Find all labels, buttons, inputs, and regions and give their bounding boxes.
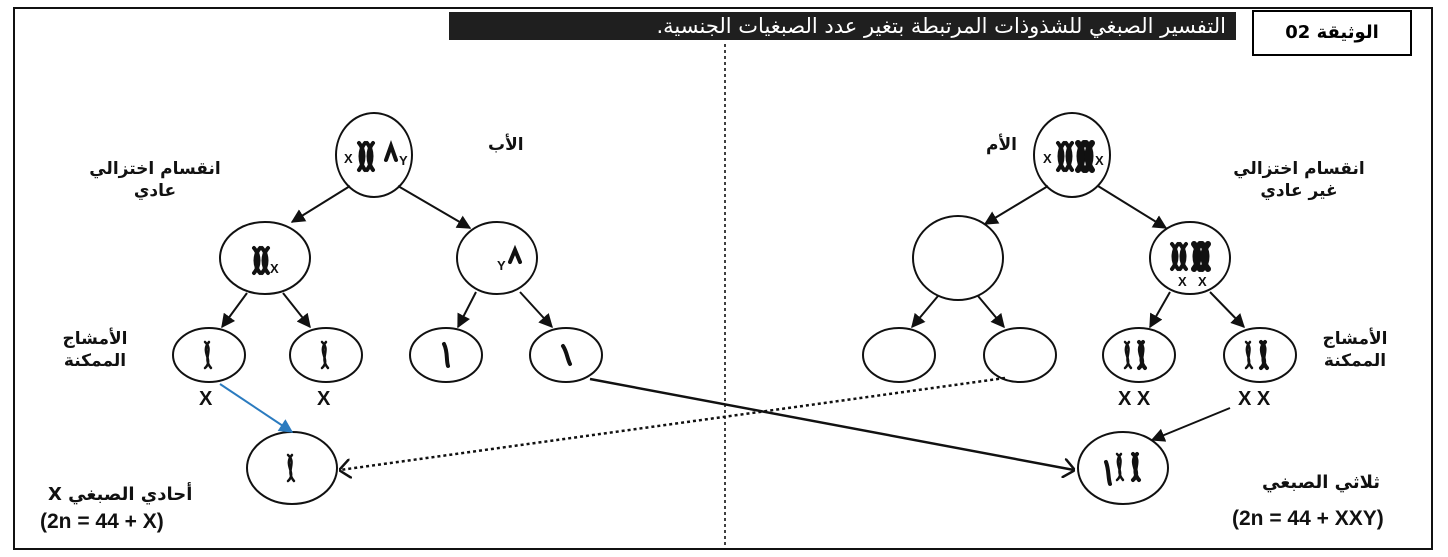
arrow	[911, 295, 939, 329]
arrow	[290, 185, 351, 223]
mother-tree	[862, 112, 1297, 505]
offspring-xxy-label: ثلاثي الصبغي	[1262, 472, 1381, 493]
arrow	[983, 185, 1049, 225]
chrom-letter-x: X	[344, 151, 353, 166]
mother-gamete-tag: X X	[1238, 388, 1271, 410]
blue-arrow	[219, 383, 294, 433]
document-title: التفسير الصبغي للشذوذات المرتبطة بتغير ع…	[449, 12, 1236, 40]
mother-label: الأم	[986, 135, 1017, 155]
father-gamete-tag: X	[317, 388, 331, 410]
chrom-letter-y: Y	[497, 258, 506, 273]
arrow	[397, 185, 472, 229]
mother-cell-xx	[1149, 221, 1231, 295]
father-gametes-label: الأمشاج الممكنة	[62, 329, 128, 371]
arrow	[977, 295, 1005, 329]
mother-gamete-tag: X X	[1118, 388, 1151, 410]
chrom-letter-x: X	[1198, 274, 1207, 289]
father-label: الأب	[488, 135, 524, 155]
offspring-x-formula: (2n = 44 + X)	[40, 510, 164, 533]
father-division-label: انقسام اختزالي عادي	[89, 159, 221, 201]
mother-gametes-label: الأمشاج الممكنة	[1322, 329, 1388, 371]
arrow	[1097, 185, 1168, 229]
offspring-xxy-formula: (2n = 44 + XXY)	[1232, 507, 1384, 530]
father-gamete-3	[409, 327, 483, 383]
mother-gamete-4	[1223, 327, 1297, 383]
outer-frame	[13, 7, 1433, 550]
father-chromosomes	[203, 140, 572, 483]
father-cell-y	[456, 221, 538, 295]
arrow	[282, 292, 311, 329]
arrow	[519, 291, 553, 329]
chrom-letter-x: X	[1043, 151, 1052, 166]
mother-cell-empty	[912, 215, 1004, 301]
solid-arrow	[589, 377, 1074, 470]
father-cell	[335, 112, 413, 198]
mother-chromosomes	[1056, 140, 1269, 486]
father-gamete-2	[289, 327, 363, 383]
mother-cell	[1033, 112, 1111, 198]
document-label: الوثيقة 02	[1252, 10, 1412, 56]
arrow	[1209, 291, 1245, 329]
dotted-arrow	[340, 376, 1006, 470]
mother-gamete-2	[983, 327, 1057, 383]
arrow	[1150, 407, 1231, 442]
arrow	[221, 292, 248, 329]
father-tree	[172, 112, 603, 505]
chrom-letter-y: Y	[399, 153, 408, 168]
arrow	[457, 291, 477, 329]
offspring-xxy-cell	[1077, 431, 1169, 505]
chrom-letter-x: X	[1178, 274, 1187, 289]
chrom-letter-x: X	[1095, 153, 1104, 168]
chrom-letter-x: X	[270, 261, 279, 276]
father-cell-x	[219, 221, 311, 295]
father-gamete-1	[172, 327, 246, 383]
arrow	[1149, 291, 1171, 329]
offspring-x-label: أحادي الصبغي X	[48, 484, 193, 505]
mother-gamete-1	[862, 327, 936, 383]
father-gamete-4	[529, 327, 603, 383]
mother-gamete-3	[1102, 327, 1176, 383]
father-gamete-tag: X	[199, 388, 213, 410]
mother-division-label: انقسام اختزالي غير عادي	[1233, 159, 1365, 201]
